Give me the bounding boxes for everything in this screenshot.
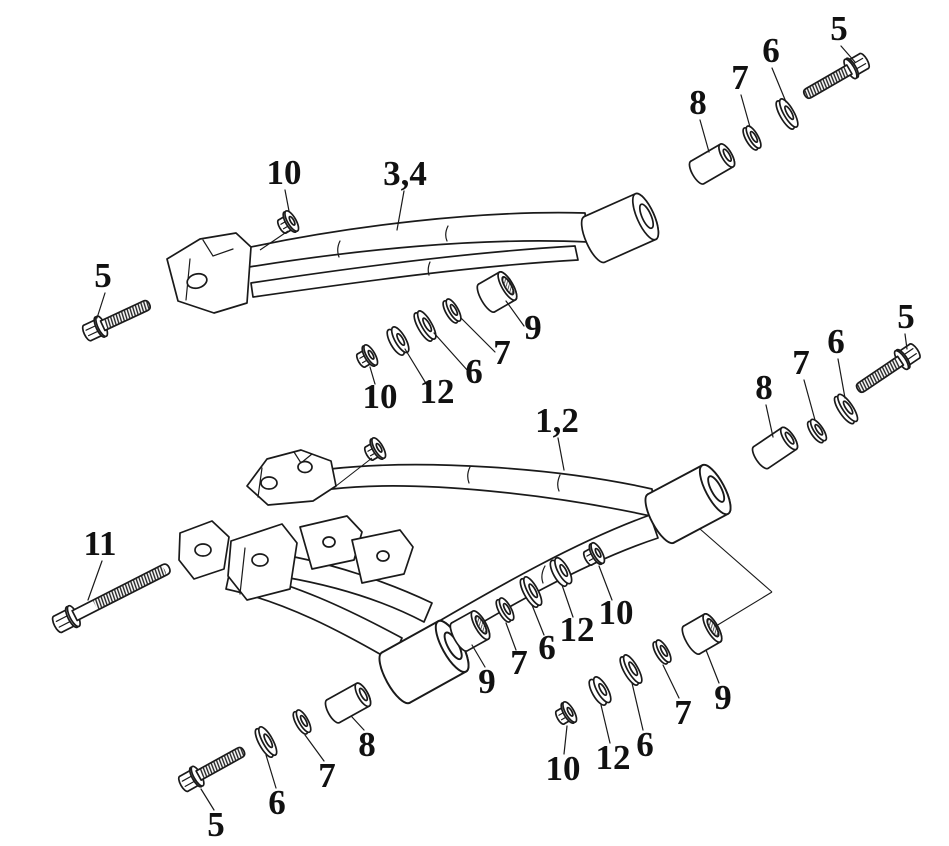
- callout-6-upper-mid: 6: [465, 352, 483, 391]
- spacer-sleeve: [748, 424, 802, 472]
- mount-plate-hole: [251, 553, 269, 567]
- long-hex-flange-bolt: [48, 556, 176, 637]
- flange-lock-nut: [360, 435, 389, 466]
- tube-weld-line: [541, 565, 546, 584]
- tube-weld-lines: [467, 466, 561, 492]
- callout-5-upper-left: 5: [94, 256, 112, 295]
- callout-11-left: 11: [83, 524, 116, 563]
- callout-9-bottom-right: 9: [714, 678, 732, 717]
- tube-weld-lines: [337, 225, 449, 276]
- flat-washer: [772, 95, 802, 133]
- callout-5-bottom-left: 5: [207, 805, 225, 844]
- lower-arm-cross-brace: [283, 555, 433, 623]
- callout-7-upper-mid: 7: [493, 333, 511, 372]
- flat-washer: [410, 307, 440, 345]
- hex-flange-bolt: [174, 740, 250, 796]
- bracket-hole: [297, 460, 313, 474]
- callout-labels: 5 6 7 8 10 3,4 5 9 7 6 12 10 5 6 7 8 1,2…: [83, 9, 914, 844]
- flat-washer: [251, 723, 281, 761]
- flange-lock-nut: [551, 699, 580, 730]
- callout-8-bottom-left: 8: [358, 725, 376, 764]
- callout-7-bottom-right: 7: [674, 693, 692, 732]
- callout-7-upper-right: 7: [731, 58, 749, 97]
- pivot-bushing: [677, 610, 727, 658]
- callout-10-bottom-right: 10: [546, 749, 581, 788]
- callout-7-mid-right: 7: [792, 343, 810, 382]
- small-washer: [739, 123, 765, 153]
- mount-tab-hole: [194, 543, 212, 557]
- callout-12-bottom-right: 12: [596, 738, 631, 777]
- cup-washer: [585, 673, 615, 709]
- callout-9-upper-mid: 9: [524, 308, 542, 347]
- hex-flange-bolt: [850, 339, 925, 400]
- callout-3-4-upper-arm: 3,4: [383, 154, 427, 193]
- flange-lock-nut: [273, 208, 302, 239]
- callout-6-mid-right: 6: [827, 322, 845, 361]
- upper-arm-pivot-tube: [575, 189, 665, 267]
- leader-lines: [87, 45, 908, 811]
- spacer-sleeve: [685, 140, 739, 188]
- callout-5-mid-right: 5: [897, 297, 915, 336]
- callout-12-lower-mid: 12: [560, 610, 595, 649]
- callout-1-2-lower-arm: 1,2: [535, 401, 579, 440]
- callout-10-lower-mid: 10: [599, 593, 634, 632]
- small-washer: [649, 637, 675, 667]
- upper-arm-rear-tube: [250, 245, 579, 298]
- callout-6-upper-right: 6: [762, 31, 780, 70]
- callout-8-upper-right: 8: [689, 83, 707, 122]
- callout-9-lower-mid: 9: [478, 662, 496, 701]
- hex-flange-bolt: [798, 49, 874, 106]
- upper-a-arm: [166, 189, 665, 314]
- assembly-axis-lines: [259, 230, 773, 627]
- small-washer: [289, 707, 315, 737]
- spacer-sleeve: [321, 680, 375, 726]
- bracket-hole: [260, 476, 278, 490]
- bracket-bolt-hole: [186, 272, 208, 290]
- small-washer: [439, 296, 465, 326]
- upper-arm-bracket: [166, 232, 252, 314]
- plate-fold-line: [239, 547, 246, 595]
- callout-8-mid-right: 8: [755, 368, 773, 407]
- callout-6-lower-mid: 6: [538, 628, 556, 667]
- lower-a-arm: [178, 449, 738, 709]
- callout-12-upper-mid: 12: [420, 372, 455, 411]
- hex-flange-bolt: [78, 293, 155, 346]
- lower-arm-top-bracket: [246, 449, 337, 506]
- callout-7-lower-mid: 7: [510, 643, 528, 682]
- flat-washer: [616, 651, 646, 689]
- callout-6-bottom-right: 6: [636, 725, 654, 764]
- flange-lock-nut: [352, 342, 381, 373]
- callout-7-bottom-left: 7: [318, 756, 336, 795]
- callout-5-upper-right: 5: [830, 9, 848, 48]
- callout-10-upper-mid: 10: [363, 377, 398, 416]
- pivot-bushing: [472, 268, 522, 316]
- small-washer: [804, 416, 830, 446]
- callout-10-upper-left: 10: [267, 153, 302, 192]
- shock-bracket-hole: [376, 550, 390, 562]
- shock-bracket-hole: [322, 536, 336, 548]
- flat-washer: [830, 390, 862, 428]
- lower-arm-upper-tube: [329, 463, 656, 518]
- callout-6-bottom-left: 6: [268, 783, 286, 822]
